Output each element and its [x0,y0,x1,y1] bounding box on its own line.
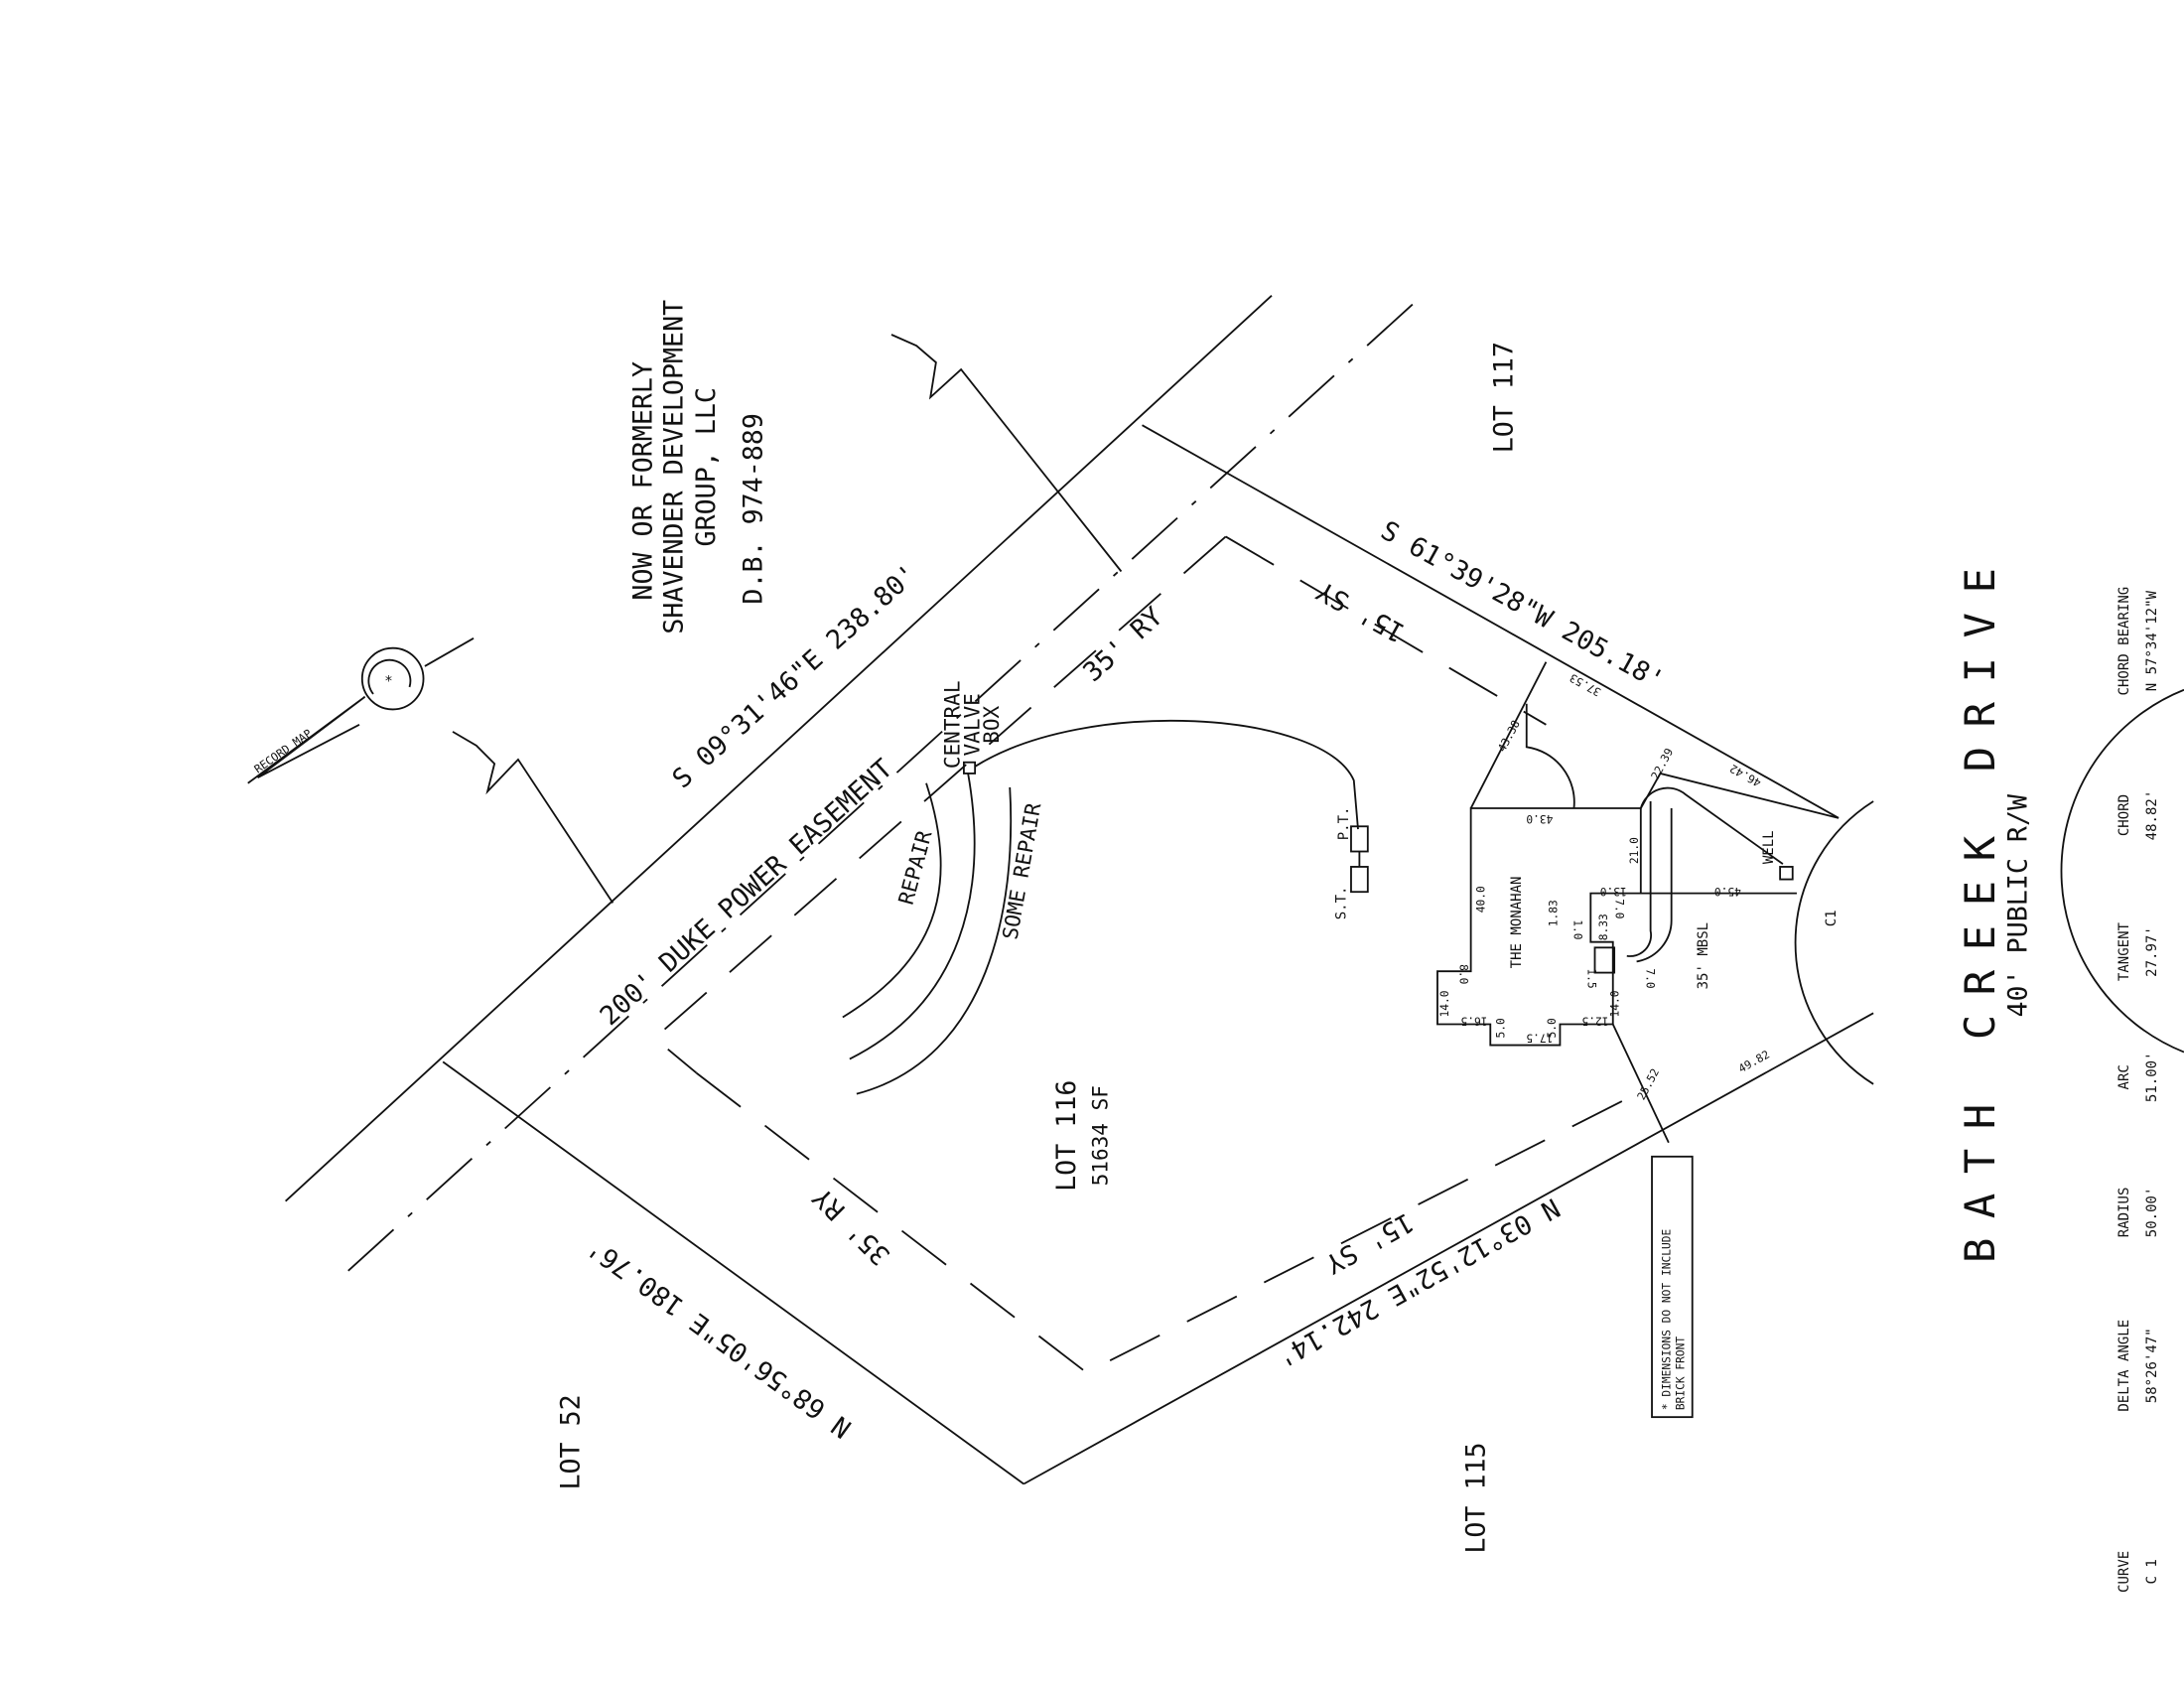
cul-de-sac-arc [1794,800,1874,1085]
setback-sy-top: 15' SY [1311,575,1410,648]
owner-line: NOW OR FORMERLY [628,361,659,601]
svg-text:*: * [384,674,392,690]
curve-table-header: ARC [2116,1064,2132,1089]
break-line-top [890,334,1123,573]
north-arrow-circle [360,646,425,711]
house-dim: 1.5 [1584,968,1597,988]
curve-table-cell: 58°26'47" [2144,1328,2160,1403]
house-dim: 5.0 [1546,1018,1559,1039]
curve-table-cell: N 57°34'12"W [2144,590,2160,691]
boundary-east [1023,1012,1874,1485]
curve-table-header: TANGENT [2116,921,2132,981]
setback-line-bottom [695,1071,1623,1374]
bearing-west: S 09°31'46"E 238.80' [667,559,924,795]
tie-dim: 43.38 [1495,718,1522,754]
easement-label: 200' DUKE POWER EASEMENT [595,754,899,1033]
house-dim: 43.0 [1526,812,1553,825]
boundary-south [442,1060,1024,1485]
tie-dim: 25.52 [1635,1066,1662,1102]
right-of-way-arc [2060,688,2184,1054]
setback-ry-bottom: 35' RY [807,1182,896,1271]
valve-box [963,761,977,774]
house-dim: 14.0 [1608,990,1621,1017]
pt-label: P.T. [1336,807,1352,841]
north-arrow-line [424,637,475,667]
lot-116: LOT 116 [1051,1080,1082,1192]
note-line: * DIMENSIONS DO NOT INCLUDE [1660,1229,1673,1411]
well-icon [1779,866,1794,881]
setback-line [653,535,1227,1074]
repair-label: REPAIR [893,827,937,907]
st-label: S.T. [1333,886,1349,919]
house-dim: 8.33 [1597,914,1610,940]
setback-line-top [1225,535,1547,726]
curve-table-header: CHORD BEARING [2116,587,2132,696]
house-dim: 8.0 [1456,964,1469,985]
note-line: BRICK FRONT [1674,1337,1687,1411]
boundary-north [1142,424,1840,819]
dimension-note: * DIMENSIONS DO NOT INCLUDE BRICK FRONT [1651,1155,1694,1419]
setback-sy-bottom: 15' SY [1320,1206,1419,1280]
house-dim: 5.0 [1494,1018,1507,1039]
house-dim: 17.5 [1526,1031,1553,1044]
curve-table-cell: 50.00' [2144,1188,2160,1238]
curve-table-header: RADIUS [2116,1188,2132,1238]
curve-table-header: DELTA ANGLE [2116,1320,2132,1412]
setback-ry-top: 35' RY [1077,602,1168,688]
setback-mbsl: 35' MBSL [1696,922,1711,990]
curve-table-header: CHORD [2116,794,2132,836]
house-dim: 1.83 [1548,900,1561,926]
road-name: BATH CREEK DRIVE [1956,548,2004,1263]
lot-116-area: 51634 SF [1087,1085,1112,1186]
easement-centerline [347,296,1422,1272]
valve-label: VALVE [959,693,984,756]
road-row: 40' PUBLIC R/W [2002,793,2033,1018]
septic-tank [1350,866,1369,894]
curve-table-cell: 48.82' [2144,790,2160,841]
owner-line: GROUP, LLC [691,387,722,546]
house-name: THE MONAHAN [1509,877,1525,969]
house-dim: 45.0 [1714,885,1741,898]
some-repair-label: SOME REPAIR [998,800,1046,941]
valve-label: CENTRAL [940,681,965,770]
curve-table-cell: 51.00' [2144,1052,2160,1102]
lot-117: LOT 117 [1489,342,1520,453]
curve-table-header: CURVE [2116,1551,2132,1593]
valve-label: BOX [979,706,1004,744]
owner-deed: D.B. 974-889 [738,413,768,604]
house-dim: 13.0 [1600,885,1627,898]
house-dim: 21.0 [1628,837,1641,864]
curve-label: C1 [1824,910,1840,926]
bearing-north: S 61°39'28"W 205.18' [1376,515,1670,697]
lot-115: LOT 115 [1461,1442,1492,1553]
house-dim: 12.5 [1582,1014,1609,1027]
septic-system: CENTRAL VALVE BOX REPAIR SOME REPAIR P.T… [842,681,1369,1095]
house-dim: 40.0 [1475,886,1488,913]
curve-table-cell: C 1 [2144,1559,2160,1584]
house-dim: 16.5 [1460,1014,1487,1027]
house-dim: 1.0 [1570,919,1583,940]
north-arrow: * RECORD MAP [247,646,425,784]
easement-line-west [285,295,1273,1202]
house-dim: 14.0 [1438,990,1451,1017]
curve-table: CURVE DELTA ANGLE RADIUS ARC TANGENT CHO… [2116,587,2160,1593]
break-line-left [452,731,614,904]
lot-52: LOT 52 [556,1394,587,1489]
record-map-label: RECORD MAP [252,727,315,776]
well-label: WELL [1761,830,1777,864]
house: WELL THE MONAHAN C1 43.0 21.0 13.0 40.0 … [1436,661,1840,1144]
pump-tank [1350,825,1369,853]
adjoining-owner: NOW OR FORMERLY SHAVENDER DEVELOPMENT GR… [628,300,769,634]
house-outline [1436,807,1642,1047]
house-dim: 7.0 [1643,968,1656,989]
curve-table-cell: 27.97' [2144,926,2160,977]
bearing-east: N 03°12'52"E 242.14' [1271,1192,1565,1373]
owner-line: SHAVENDER DEVELOPMENT [659,300,690,634]
house-dim: 7.0 [1613,899,1626,919]
